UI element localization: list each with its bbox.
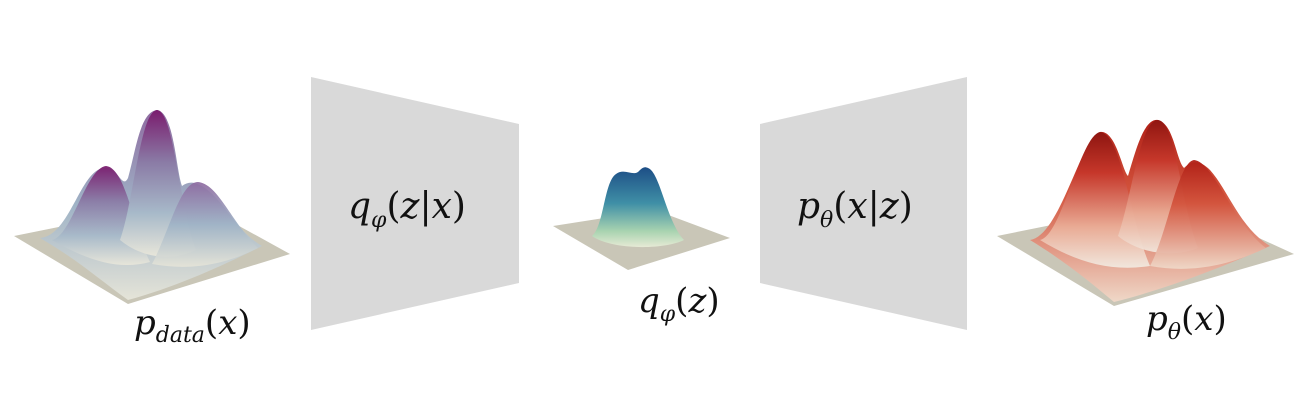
model-distribution-surface xyxy=(997,119,1294,306)
encoder-block xyxy=(311,77,519,330)
decoder-block xyxy=(760,77,967,330)
data-distribution-surface xyxy=(14,110,290,304)
data-peak-right xyxy=(152,182,258,267)
encoder-label: qφ(z|x) xyxy=(348,186,466,233)
model-peak-right xyxy=(1150,160,1266,269)
decoder-label: pθ(x|z) xyxy=(797,186,913,233)
latent-surface-body xyxy=(592,167,684,248)
latent-distribution-surface xyxy=(553,167,730,270)
model-distribution-label: pθ(x) xyxy=(1146,299,1227,345)
data-distribution-label: pdata(x) xyxy=(134,303,251,348)
latent-distribution-label: qφ(z) xyxy=(638,281,720,327)
